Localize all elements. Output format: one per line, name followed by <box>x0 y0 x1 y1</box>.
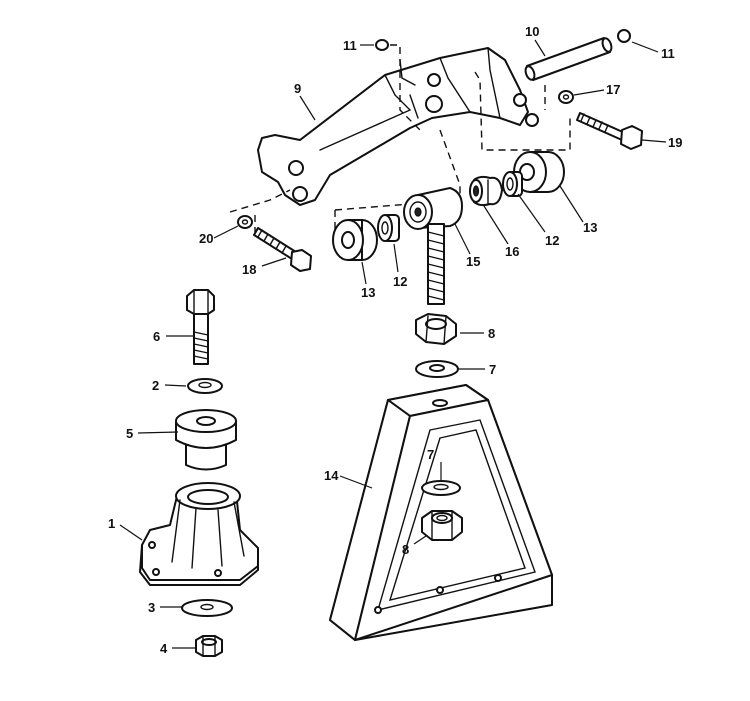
washer-part <box>187 378 223 394</box>
leader-lines <box>119 39 667 649</box>
callout-13-left: 13 <box>361 285 375 300</box>
callout-12-right: 12 <box>545 233 559 248</box>
clip-part <box>375 29 631 51</box>
callout-12-left: 12 <box>393 274 407 289</box>
callout-8-lower: 8 <box>402 542 409 557</box>
callout-18: 18 <box>242 262 256 277</box>
callout-14: 14 <box>324 468 339 483</box>
callout-11-left: 11 <box>343 38 357 53</box>
washer-part <box>237 215 253 229</box>
sleeve-part <box>502 171 523 197</box>
callout-labels: 1 2 3 4 5 6 7 7 8 8 9 10 11 11 12 12 13 … <box>108 24 682 656</box>
nut-part <box>415 313 457 345</box>
callout-17: 17 <box>606 82 620 97</box>
sleeve-part <box>377 214 400 242</box>
callout-9: 9 <box>294 81 301 96</box>
bracket-arm-part <box>257 47 539 206</box>
pin-part <box>524 37 613 81</box>
callout-8-upper: 8 <box>488 326 495 341</box>
washer-part <box>181 599 233 617</box>
callout-16: 16 <box>505 244 519 259</box>
isolator-part <box>175 409 237 471</box>
callout-10: 10 <box>525 24 539 39</box>
bushing-part <box>332 219 378 261</box>
callout-5: 5 <box>126 426 133 441</box>
callout-11-right: 11 <box>661 46 675 61</box>
nut-part <box>421 510 463 541</box>
callout-1: 1 <box>108 516 115 531</box>
bolt-part <box>186 289 215 365</box>
callout-7-upper: 7 <box>489 362 496 377</box>
nut-part <box>195 635 223 657</box>
callout-15: 15 <box>466 254 480 269</box>
washer-part <box>421 480 461 496</box>
callout-19: 19 <box>668 135 682 150</box>
washer-part <box>558 90 574 104</box>
callout-6: 6 <box>153 329 160 344</box>
rod-end-part <box>403 187 463 305</box>
callout-13-right: 13 <box>583 220 597 235</box>
ball-joint-part <box>469 175 503 207</box>
mount-base-part <box>139 482 259 586</box>
bolt-part <box>253 227 312 272</box>
bolt-part <box>576 112 643 150</box>
callout-3: 3 <box>148 600 155 615</box>
assembly-guide-lines <box>229 44 571 245</box>
callout-20: 20 <box>199 231 213 246</box>
callout-4: 4 <box>160 641 168 656</box>
washer-part <box>415 360 459 378</box>
callout-7-lower: 7 <box>427 447 434 462</box>
callout-2: 2 <box>152 378 159 393</box>
